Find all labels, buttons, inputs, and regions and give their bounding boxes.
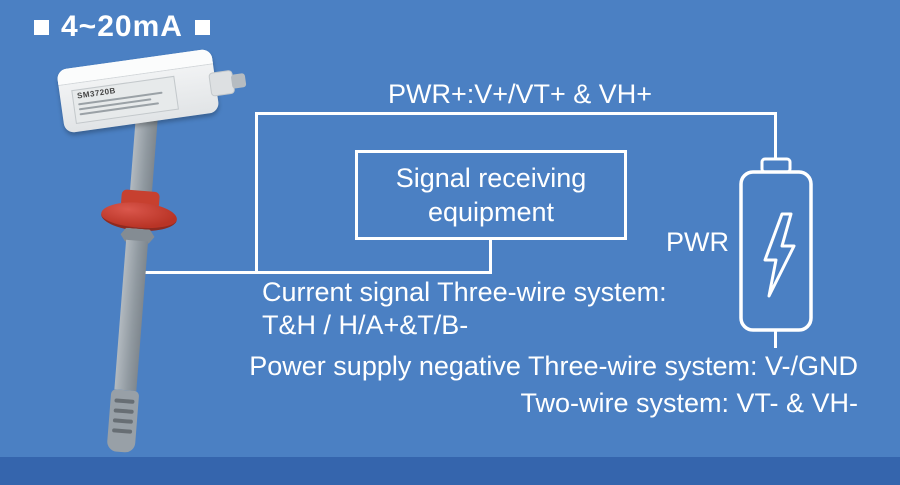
wire-left-vertical <box>255 112 258 274</box>
tip-slot <box>112 428 133 434</box>
page-title: 4~20mA <box>34 10 210 44</box>
page-title-text: 4~20mA <box>61 10 183 43</box>
footer-bar <box>0 457 900 485</box>
signal-receiver-box: Signal receiving equipment <box>355 150 627 240</box>
power-negative-label: Power supply negative Three-wire system:… <box>249 348 858 422</box>
wire-top-horizontal <box>255 112 777 115</box>
title-square-right-icon <box>194 19 210 35</box>
pwr-plus-label: PWR+:V+/VT+ & VH+ <box>387 79 653 109</box>
tip-slot <box>113 408 134 414</box>
wire-box-vertical <box>489 240 492 274</box>
cable-gland-nub <box>230 72 247 89</box>
sensor-label-panel: SM3720B <box>71 75 179 124</box>
wire-battery-bottom <box>774 330 777 348</box>
wire-right-vertical <box>774 112 777 159</box>
tip-slot <box>112 418 134 424</box>
power-negative-line1: Power supply negative Three-wire system:… <box>249 351 858 381</box>
mounting-flange <box>100 199 178 234</box>
probe-shaft-lower <box>114 239 149 392</box>
title-square-left-icon <box>34 19 49 35</box>
pwr-label: PWR <box>666 227 729 257</box>
power-negative-line2: Two-wire system: VT- & VH- <box>520 388 858 418</box>
receiver-box-line1: Signal receiving <box>395 163 587 193</box>
current-signal-line2: T&H / H/A+&T/B- <box>262 310 469 340</box>
sensor-probe <box>100 114 178 455</box>
sensor-filter-tip <box>106 389 140 454</box>
sensor-head: SM3720B <box>56 48 247 134</box>
wire-signal-horizontal <box>135 271 492 274</box>
receiver-box-line2: equipment <box>427 197 555 227</box>
current-signal-label: Current signal Three-wire system: T&H / … <box>262 276 667 342</box>
battery-icon <box>739 157 813 332</box>
current-signal-line1: Current signal Three-wire system: <box>262 277 667 307</box>
tip-slot <box>114 398 135 404</box>
